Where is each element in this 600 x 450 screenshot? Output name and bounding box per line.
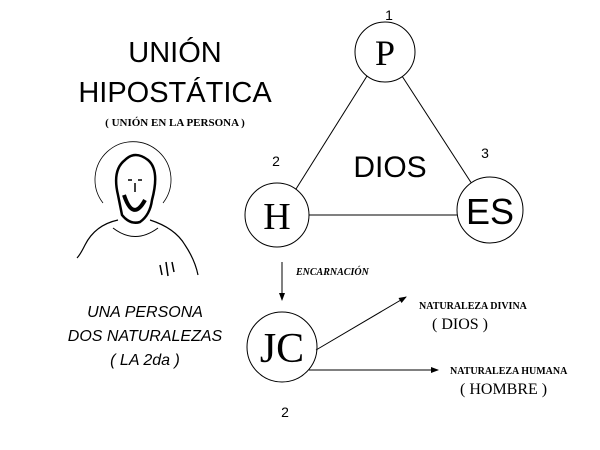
left-text-line-2: DOS NATURALEZAS (68, 328, 223, 345)
divine-nature-label: NATURALEZA DIVINA (419, 301, 528, 312)
node-jc: JC (246, 311, 318, 383)
subtitle: ( UNIÓN EN LA PERSONA ) (105, 117, 245, 129)
title-line-2: HIPOSTÁTICA (78, 76, 272, 109)
node-jc-number: 2 (281, 404, 289, 420)
human-nature-sub: ( HOMBRE ) (460, 381, 547, 398)
node-es-number: 3 (481, 145, 489, 161)
svg-text:ES: ES (466, 191, 514, 232)
divine-nature-sub: ( DIOS ) (432, 316, 488, 333)
svg-text:P: P (375, 33, 395, 73)
trinity-triangle (295, 75, 473, 216)
divine-nature-arrow (315, 296, 407, 351)
node-h: H (244, 182, 310, 248)
title-line-1: UNIÓN (128, 36, 221, 69)
node-es: ES (456, 176, 524, 244)
node-p: P (354, 21, 416, 83)
svg-text:H: H (263, 196, 290, 238)
svg-text:JC: JC (260, 326, 304, 372)
left-text-line-3: ( LA 2da ) (110, 352, 180, 369)
incarnation-label: ENCARNACIÓN (295, 266, 370, 278)
left-text-line-1: UNA PERSONA (87, 304, 203, 321)
node-p-number: 1 (385, 7, 393, 23)
dios-label: DIOS (353, 151, 426, 184)
human-nature-label: NATURALEZA HUMANA (450, 366, 568, 377)
node-h-number: 2 (272, 153, 280, 169)
christ-portrait-illustration (76, 141, 199, 277)
